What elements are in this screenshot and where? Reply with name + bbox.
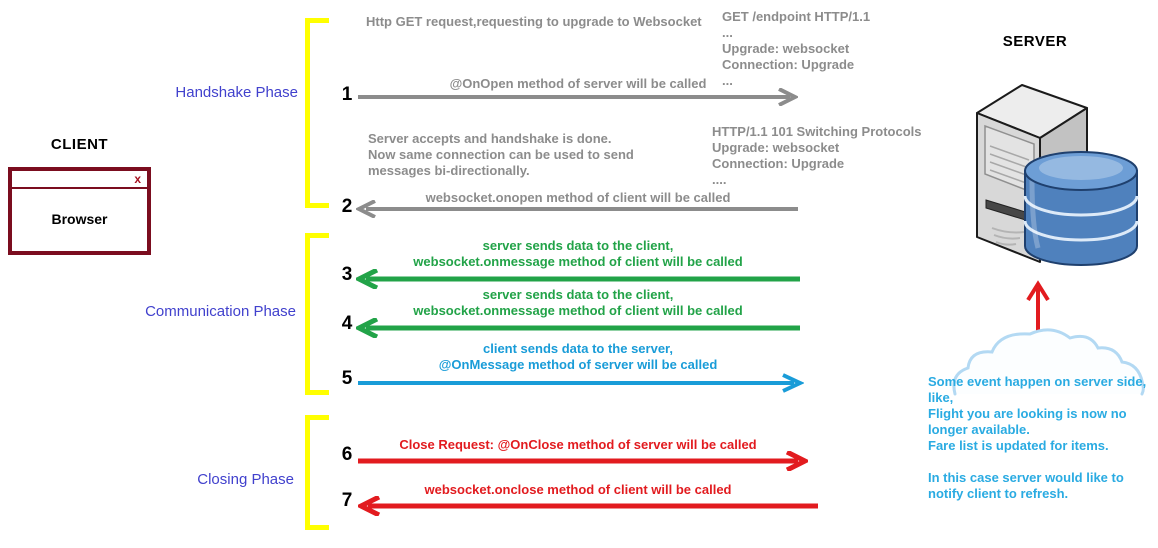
step-number-7: 7: [341, 490, 353, 511]
browser-label: Browser: [51, 211, 108, 227]
request-headers-block: GET /endpoint HTTP/1.1 ... Upgrade: webs…: [722, 9, 871, 88]
step-number-5: 5: [341, 368, 353, 389]
cloud-icon: [952, 328, 1145, 396]
event-up-arrow-icon: [1026, 280, 1050, 336]
handshake-note: Server accepts and handshake is done. No…: [368, 131, 634, 178]
client-title: CLIENT: [50, 136, 109, 153]
step-number-6: 6: [341, 444, 353, 465]
arrow-3-left-icon: [356, 269, 800, 289]
arrow-1-label: @OnOpen method of server will be called: [449, 76, 707, 91]
arrow-7-label: websocket.onclose method of client will …: [424, 482, 732, 497]
http-get-note: Http GET request,requesting to upgrade t…: [366, 14, 702, 29]
arrow-2-label: websocket.onopen method of client will b…: [425, 190, 731, 205]
server-database-icon: [976, 84, 1139, 266]
phase-label-handshake: Handshake Phase: [175, 84, 298, 101]
arrow-5-label: client sends data to the server, @OnMess…: [438, 341, 718, 372]
arrow-1-right-icon: [358, 88, 798, 106]
arrow-6-right-icon: [358, 451, 808, 471]
close-icon[interactable]: x: [134, 172, 141, 186]
phase-label-communication: Communication Phase: [145, 303, 296, 320]
arrow-4-left-icon: [356, 318, 800, 338]
step-number-4: 4: [341, 313, 353, 334]
browser-window: x Browser: [8, 167, 151, 255]
response-headers-block: HTTP/1.1 101 Switching Protocols Upgrade…: [712, 124, 922, 187]
server-title: SERVER: [1002, 33, 1068, 50]
step-number-2: 2: [341, 196, 353, 217]
step-number-3: 3: [341, 264, 353, 285]
phase-label-closing: Closing Phase: [197, 471, 294, 488]
arrow-3-label: server sends data to the client, websock…: [413, 238, 743, 269]
browser-titlebar: x: [12, 171, 147, 189]
arrow-6-label: Close Request: @OnClose method of server…: [399, 437, 757, 452]
arrow-4-label: server sends data to the client, websock…: [413, 287, 743, 318]
handshake-phase-bracket: [305, 18, 329, 208]
closing-phase-bracket: [305, 415, 329, 530]
arrow-2-left-icon: [356, 200, 798, 218]
step-number-1: 1: [341, 84, 353, 105]
arrow-7-left-icon: [358, 496, 818, 516]
server-event-note: Some event happen on server side, like, …: [928, 374, 1147, 501]
arrow-5-right-icon: [358, 373, 804, 393]
communication-phase-bracket: [305, 233, 329, 395]
